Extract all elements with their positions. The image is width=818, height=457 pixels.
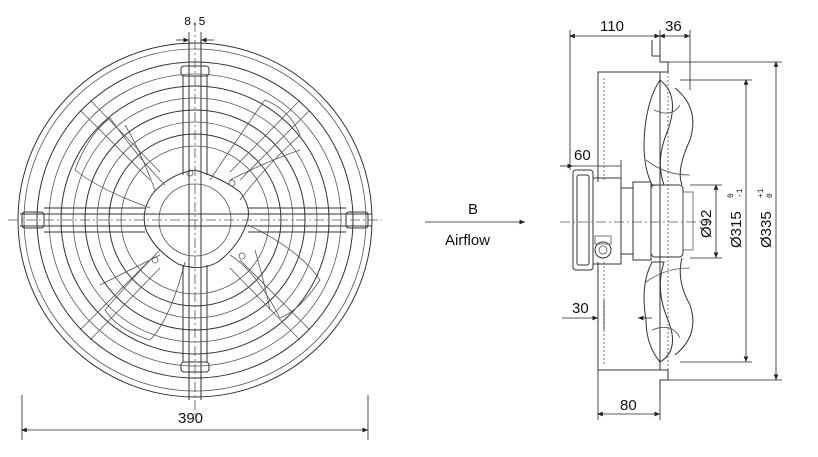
hub-opening xyxy=(143,169,249,268)
housing-top xyxy=(597,40,669,182)
outer-diameter-side-label: Ø335 xyxy=(758,211,775,248)
outer-diameter-dimension: 390 xyxy=(21,395,369,440)
base-dimension: 80 xyxy=(597,370,661,420)
hub-diameter-label: Ø92 xyxy=(698,210,715,238)
view-letter: B xyxy=(468,201,478,218)
outer-tolerance-top: +1 xyxy=(757,188,766,198)
impeller xyxy=(643,79,694,363)
outer-diameter-label: 390 xyxy=(178,410,203,427)
base-label: 80 xyxy=(620,397,637,414)
inner-tolerance-bottom: -1 xyxy=(736,188,745,198)
flange-label: 36 xyxy=(665,18,682,35)
diameter-dimensions: Ø92 Ø315 0 -1 Ø335 +1 0 xyxy=(668,61,782,381)
airflow-caption: Airflow xyxy=(445,232,490,249)
airflow-indicator: B Airflow xyxy=(425,201,525,249)
front-view: 8.5 390 xyxy=(8,15,382,440)
offset-dimension: 30 xyxy=(562,300,652,330)
housing-bottom xyxy=(597,262,669,402)
motor-label: 60 xyxy=(574,147,591,164)
depth-label: 110 xyxy=(600,18,624,35)
slot-width-dimension: 8.5 xyxy=(176,15,214,60)
side-view: 110 36 60 30 80 xyxy=(560,18,782,420)
outer-tolerance-bottom: 0 xyxy=(766,193,775,198)
fan-blades xyxy=(74,99,321,341)
slot-width-label: 8.5 xyxy=(184,15,206,29)
radial-struts xyxy=(79,99,311,341)
inner-diameter-label: Ø315 xyxy=(728,211,745,248)
motor xyxy=(572,169,652,271)
inner-tolerance-top: 0 xyxy=(727,193,736,198)
depth-dimensions: 110 36 xyxy=(569,18,691,170)
motor-dimension: 60 xyxy=(560,147,622,178)
offset-label: 30 xyxy=(572,300,589,317)
